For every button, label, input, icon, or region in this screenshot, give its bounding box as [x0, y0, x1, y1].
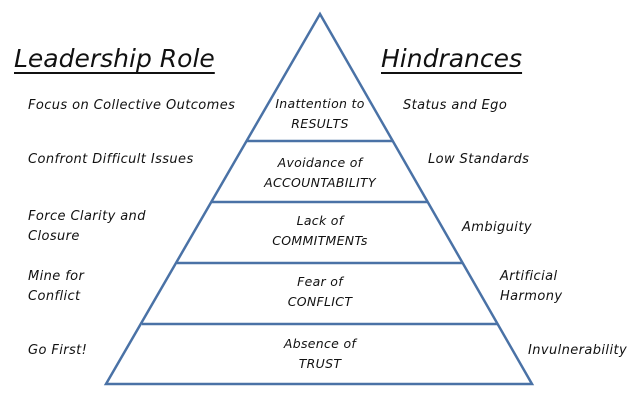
tier-label: COMMITMENTs [272, 233, 368, 248]
leadership-role-heading: Leadership Role [14, 44, 215, 73]
hindrance-label: Status and Ego [403, 98, 508, 113]
hindrance-label: Ambiguity [462, 220, 532, 235]
hindrances-heading: Hindrances [381, 44, 523, 73]
tier-label: Lack of [296, 213, 344, 228]
tier-label: Fear of [297, 274, 343, 289]
tier-label: CONFLICT [287, 294, 353, 309]
role-label: Confront Difficult Issues [28, 152, 194, 167]
pyramid-tier-commitment: Lack of COMMITMENTs [220, 211, 420, 251]
role-label: Focus on Collective Outcomes [28, 98, 236, 113]
hindrance-label: Low Standards [428, 152, 530, 167]
pyramid-tier-trust: Absence of TRUST [220, 334, 420, 374]
pyramid-tier-conflict: Fear of CONFLICT [220, 272, 420, 312]
pyramid-tier-results: Inattention to RESULTS [220, 94, 420, 134]
role-label: Go First! [28, 343, 88, 358]
tier-label: Absence of [283, 336, 357, 351]
hindrance-label: Invulnerability [528, 343, 628, 358]
tier-label: RESULTS [291, 116, 349, 131]
tier-label: TRUST [298, 356, 342, 371]
pyramid-tier-accountability: Avoidance of ACCOUNTABILITY [220, 153, 420, 193]
tier-label: Avoidance of [277, 155, 363, 170]
tier-label: ACCOUNTABILITY [264, 175, 376, 190]
pyramid-outline [103, 11, 535, 386]
tier-label: Inattention to [275, 96, 365, 111]
